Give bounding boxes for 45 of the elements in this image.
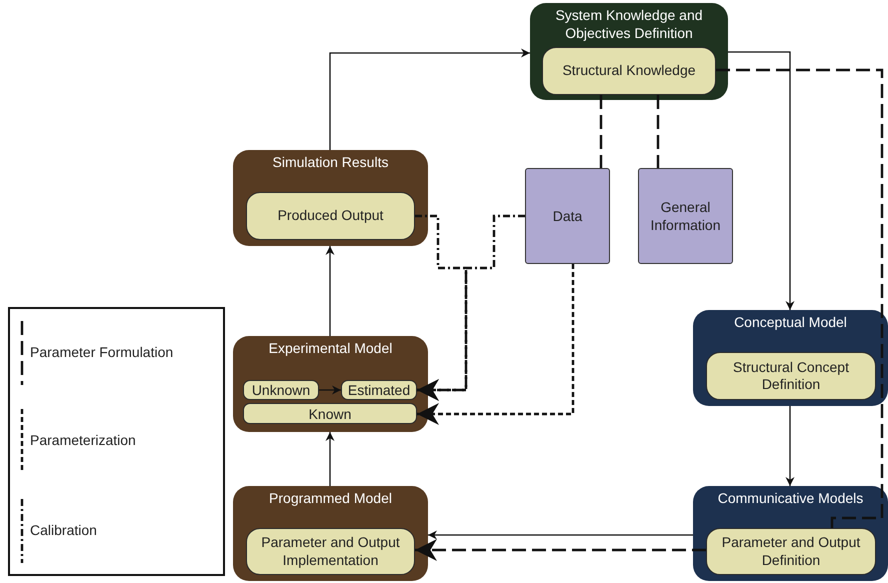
stage-box bbox=[530, 3, 728, 100]
stage-title: Conceptual Model bbox=[733, 314, 848, 332]
connector-arrow bbox=[417, 264, 574, 425]
stage-box bbox=[693, 486, 888, 581]
content-box bbox=[246, 192, 415, 240]
stage-title: Programmed Model bbox=[268, 490, 393, 508]
box-label: Unknown bbox=[250, 383, 312, 397]
stage-box bbox=[233, 336, 428, 432]
stage-box bbox=[693, 310, 888, 406]
content-box bbox=[341, 380, 417, 400]
box-label: Known bbox=[308, 406, 352, 420]
connector-arrow bbox=[326, 246, 334, 336]
box-label: Data bbox=[552, 206, 584, 226]
stage-title: Simulation Results bbox=[272, 154, 390, 172]
content-box bbox=[706, 352, 876, 400]
connector-arrow bbox=[415, 539, 706, 561]
content-box bbox=[246, 528, 415, 575]
box-label: Produced Output bbox=[276, 207, 384, 225]
content-box bbox=[243, 403, 417, 424]
connector-arrow bbox=[428, 530, 693, 540]
connector-arrow bbox=[786, 406, 794, 486]
legend-label: Calibration bbox=[30, 522, 97, 538]
stage-box bbox=[233, 486, 428, 581]
box-label: General Information bbox=[649, 198, 722, 234]
legend-label: Parameterization bbox=[30, 432, 136, 448]
content-box bbox=[243, 380, 319, 400]
stage-title: Experimental Model bbox=[268, 340, 394, 358]
box-label: Structural Concept Definition bbox=[732, 358, 850, 394]
legend-label: Parameter Formulation bbox=[30, 344, 174, 360]
box-label: Parameter and Output Definition bbox=[720, 534, 862, 569]
box-label: Parameter and Output Implementation bbox=[260, 534, 401, 569]
stage-title: System Knowledge and Objectives Definition bbox=[554, 7, 704, 42]
connector-arrow bbox=[326, 432, 334, 486]
connector-arrow bbox=[417, 214, 525, 401]
box-label: Structural Knowledge bbox=[561, 62, 697, 80]
content-box bbox=[542, 47, 716, 95]
box-label: Estimated bbox=[346, 383, 412, 397]
stage-box bbox=[233, 150, 428, 246]
content-box bbox=[706, 528, 876, 575]
source-box bbox=[638, 168, 733, 264]
connector-arrow bbox=[728, 51, 794, 310]
connector-arrow bbox=[319, 386, 341, 394]
connector-arrow bbox=[329, 48, 530, 150]
stage-title: Communicative Models bbox=[716, 490, 864, 508]
source-box bbox=[525, 168, 610, 264]
